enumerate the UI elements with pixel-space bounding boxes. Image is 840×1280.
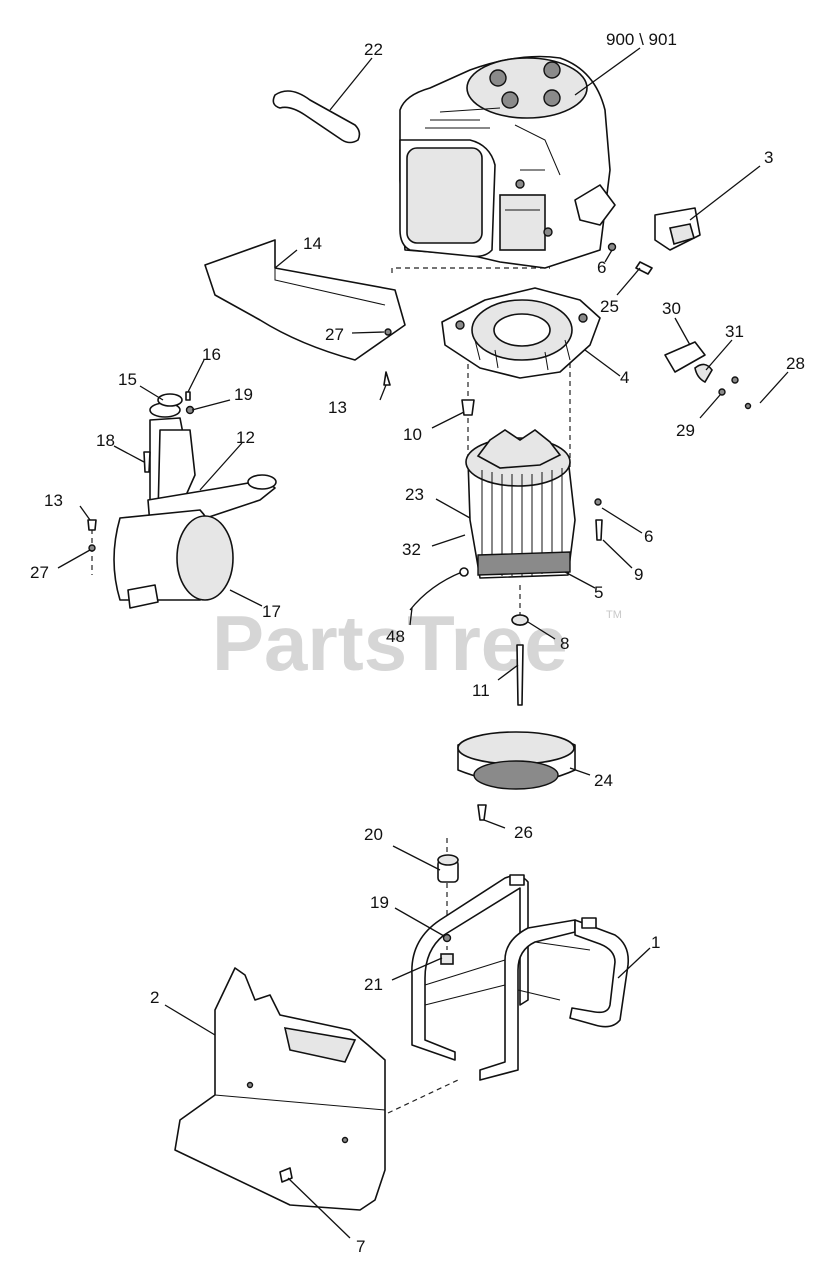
- label-5: 5: [594, 583, 603, 602]
- label-11: 11: [472, 681, 490, 700]
- label-7: 7: [356, 1237, 365, 1256]
- label-30: 30: [662, 299, 681, 318]
- screw-13: [87, 519, 97, 531]
- label-27-upper: 27: [325, 325, 344, 344]
- label-48: 48: [386, 627, 405, 646]
- end-cover-24: [457, 731, 576, 790]
- part-28-a: [731, 376, 739, 384]
- label-22: 22: [364, 40, 383, 59]
- label-31: 31: [725, 322, 744, 341]
- label-25: 25: [600, 297, 619, 316]
- nut-21: [440, 953, 454, 965]
- hose-22: [272, 90, 361, 144]
- part-28-b: [744, 402, 752, 410]
- frame-1: [411, 874, 630, 1081]
- label-32: 32: [402, 540, 421, 559]
- through-bolt-11: [516, 644, 524, 706]
- label-17: 17: [262, 602, 281, 621]
- label-9: 9: [634, 565, 643, 584]
- label-12: 12: [236, 428, 255, 447]
- wire-48: [409, 571, 463, 611]
- label-13-lower: 13: [44, 491, 63, 510]
- bracket-3: [654, 207, 701, 251]
- label-8: 8: [560, 634, 569, 653]
- engine: [399, 55, 616, 269]
- vibration-mount-20: [437, 854, 459, 883]
- label-1: 1: [651, 933, 660, 952]
- fasteners: [383, 242, 653, 821]
- label-2: 2: [150, 988, 159, 1007]
- label-10: 10: [403, 425, 422, 444]
- label-6-upper: 6: [597, 258, 606, 277]
- label-19-lower: 19: [370, 893, 389, 912]
- label-6-lower: 6: [644, 527, 653, 546]
- label-21: 21: [364, 975, 383, 994]
- label-24: 24: [594, 771, 613, 790]
- label-3: 3: [764, 148, 773, 167]
- leader-lines: [57, 47, 789, 1239]
- label-20: 20: [364, 825, 383, 844]
- washer-19-lower: [442, 933, 452, 943]
- label-14: 14: [303, 234, 322, 253]
- screw-16: [185, 391, 191, 401]
- washer-8: [511, 614, 529, 626]
- gasket-15: [157, 393, 183, 407]
- adapter-4: [441, 287, 601, 379]
- label-23: 23: [405, 485, 424, 504]
- label-26: 26: [514, 823, 533, 842]
- muffler-assembly: [113, 402, 277, 609]
- washer-27: [88, 544, 96, 552]
- shield-14: [204, 239, 406, 361]
- label-18: 18: [96, 431, 115, 450]
- stud-18: [143, 451, 151, 473]
- base-panel-2: [174, 967, 386, 1211]
- callout-labels: 900 \ 901 22 3 14 27 13 6 25 30 31 28 29…: [30, 30, 805, 1256]
- label-13-upper: 13: [328, 398, 347, 417]
- label-15: 15: [118, 370, 137, 389]
- label-19-upper: 19: [234, 385, 253, 404]
- clamp-31: [694, 363, 713, 384]
- label-27-lower: 27: [30, 563, 49, 582]
- label-4: 4: [620, 368, 629, 387]
- alternator-5: [465, 429, 576, 579]
- watermark-trademark: TM: [606, 609, 622, 621]
- clip-30: [664, 341, 706, 373]
- label-900-901: 900 \ 901: [606, 30, 677, 49]
- label-28: 28: [786, 354, 805, 373]
- part-29: [718, 388, 726, 396]
- label-16: 16: [202, 345, 221, 364]
- label-29: 29: [676, 421, 695, 440]
